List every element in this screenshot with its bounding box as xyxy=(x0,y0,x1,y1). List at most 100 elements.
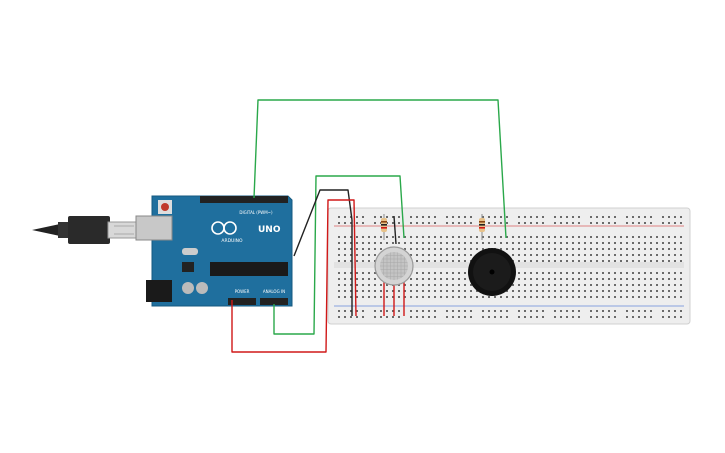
breadboard-hole[interactable] xyxy=(680,236,682,238)
breadboard-hole[interactable] xyxy=(458,216,460,218)
breadboard-hole[interactable] xyxy=(524,242,526,244)
breadboard-hole[interactable] xyxy=(356,254,358,256)
breadboard-hole[interactable] xyxy=(638,310,640,312)
breadboard-hole[interactable] xyxy=(494,296,496,298)
breadboard-hole[interactable] xyxy=(344,290,346,292)
breadboard-hole[interactable] xyxy=(650,242,652,244)
breadboard-hole[interactable] xyxy=(362,296,364,298)
breadboard-hole[interactable] xyxy=(362,278,364,280)
breadboard-hole[interactable] xyxy=(398,290,400,292)
breadboard-hole[interactable] xyxy=(554,310,556,312)
breadboard-hole[interactable] xyxy=(614,278,616,280)
breadboard-hole[interactable] xyxy=(482,248,484,250)
breadboard-hole[interactable] xyxy=(590,272,592,274)
breadboard-hole[interactable] xyxy=(614,254,616,256)
breadboard-hole[interactable] xyxy=(590,254,592,256)
breadboard-hole[interactable] xyxy=(674,272,676,274)
breadboard-hole[interactable] xyxy=(668,222,670,224)
breadboard-hole[interactable] xyxy=(506,216,508,218)
breadboard-hole[interactable] xyxy=(566,222,568,224)
breadboard-hole[interactable] xyxy=(374,242,376,244)
breadboard-hole[interactable] xyxy=(440,290,442,292)
breadboard-hole[interactable] xyxy=(662,248,664,250)
breadboard-hole[interactable] xyxy=(602,290,604,292)
black-wire-sensor[interactable] xyxy=(393,215,397,245)
breadboard-hole[interactable] xyxy=(548,254,550,256)
breadboard-hole[interactable] xyxy=(422,284,424,286)
breadboard-hole[interactable] xyxy=(494,222,496,224)
breadboard-hole[interactable] xyxy=(680,254,682,256)
breadboard-hole[interactable] xyxy=(620,248,622,250)
breadboard-hole[interactable] xyxy=(590,248,592,250)
arduino-uno-board[interactable]: DIGITAL (PWM~) ARDUINO UNO POWER ANALOG … xyxy=(135,195,293,307)
breadboard-hole[interactable] xyxy=(620,278,622,280)
breadboard-hole[interactable] xyxy=(350,290,352,292)
breadboard-hole[interactable] xyxy=(398,310,400,312)
breadboard-hole[interactable] xyxy=(374,278,376,280)
breadboard-hole[interactable] xyxy=(416,278,418,280)
breadboard-hole[interactable] xyxy=(386,310,388,312)
black-wire-ground[interactable] xyxy=(293,189,353,257)
breadboard-hole[interactable] xyxy=(398,316,400,318)
breadboard-hole[interactable] xyxy=(362,272,364,274)
breadboard-hole[interactable] xyxy=(620,272,622,274)
breadboard-hole[interactable] xyxy=(608,272,610,274)
breadboard-hole[interactable] xyxy=(362,242,364,244)
breadboard-hole[interactable] xyxy=(530,278,532,280)
breadboard-hole[interactable] xyxy=(464,296,466,298)
breadboard-hole[interactable] xyxy=(452,278,454,280)
breadboard-hole[interactable] xyxy=(362,310,364,312)
breadboard-hole[interactable] xyxy=(452,316,454,318)
breadboard-hole[interactable] xyxy=(422,216,424,218)
resistor-icon[interactable] xyxy=(479,214,485,240)
breadboard-hole[interactable] xyxy=(488,236,490,238)
breadboard-hole[interactable] xyxy=(434,260,436,262)
breadboard-hole[interactable] xyxy=(668,310,670,312)
breadboard-hole[interactable] xyxy=(632,222,634,224)
breadboard-hole[interactable] xyxy=(626,236,628,238)
breadboard-hole[interactable] xyxy=(674,296,676,298)
breadboard-hole[interactable] xyxy=(566,236,568,238)
breadboard-hole[interactable] xyxy=(518,290,520,292)
breadboard-hole[interactable] xyxy=(560,242,562,244)
breadboard-hole[interactable] xyxy=(482,316,484,318)
breadboard-hole[interactable] xyxy=(578,290,580,292)
breadboard-hole[interactable] xyxy=(584,236,586,238)
breadboard-hole[interactable] xyxy=(350,236,352,238)
breadboard-hole[interactable] xyxy=(398,236,400,238)
breadboard-hole[interactable] xyxy=(644,290,646,292)
breadboard-hole[interactable] xyxy=(356,236,358,238)
breadboard-hole[interactable] xyxy=(548,260,550,262)
breadboard-hole[interactable] xyxy=(638,272,640,274)
breadboard-hole[interactable] xyxy=(410,284,412,286)
breadboard-hole[interactable] xyxy=(560,272,562,274)
breadboard-hole[interactable] xyxy=(452,296,454,298)
breadboard-hole[interactable] xyxy=(494,316,496,318)
breadboard-hole[interactable] xyxy=(644,216,646,218)
breadboard-hole[interactable] xyxy=(542,290,544,292)
breadboard-hole[interactable] xyxy=(536,272,538,274)
breadboard-hole[interactable] xyxy=(470,242,472,244)
breadboard-hole[interactable] xyxy=(668,290,670,292)
breadboard-hole[interactable] xyxy=(572,296,574,298)
breadboard-hole[interactable] xyxy=(464,310,466,312)
breadboard-hole[interactable] xyxy=(344,296,346,298)
breadboard-hole[interactable] xyxy=(338,284,340,286)
breadboard-hole[interactable] xyxy=(656,278,658,280)
breadboard-hole[interactable] xyxy=(530,216,532,218)
breadboard-hole[interactable] xyxy=(596,260,598,262)
breadboard-hole[interactable] xyxy=(572,310,574,312)
breadboard-hole[interactable] xyxy=(386,216,388,218)
breadboard-hole[interactable] xyxy=(380,236,382,238)
breadboard-hole[interactable] xyxy=(638,216,640,218)
breadboard-hole[interactable] xyxy=(560,290,562,292)
breadboard-hole[interactable] xyxy=(422,310,424,312)
breadboard-hole[interactable] xyxy=(344,216,346,218)
breadboard-hole[interactable] xyxy=(506,242,508,244)
breadboard-hole[interactable] xyxy=(386,284,388,286)
breadboard-hole[interactable] xyxy=(590,222,592,224)
breadboard-hole[interactable] xyxy=(344,278,346,280)
breadboard-hole[interactable] xyxy=(338,248,340,250)
breadboard-hole[interactable] xyxy=(668,242,670,244)
breadboard-hole[interactable] xyxy=(542,242,544,244)
